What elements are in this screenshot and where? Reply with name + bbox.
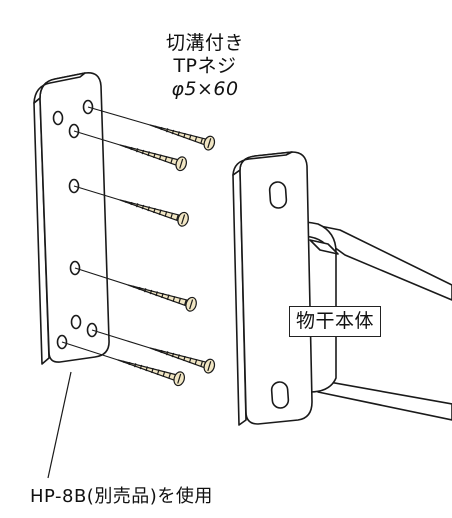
- screw: [149, 347, 216, 374]
- guide-line: [91, 329, 151, 349]
- mounting-plate-top: [33, 72, 86, 104]
- screw: [117, 359, 186, 387]
- plate-leader-line: [47, 371, 72, 479]
- rack-base-slot: [270, 381, 290, 409]
- guide-line: [61, 341, 119, 361]
- screw: [149, 124, 216, 151]
- guide-line: [74, 267, 129, 286]
- mounting-plate: [33, 71, 110, 365]
- screw-label: 切溝付き TPネジ φ5×60: [150, 32, 260, 101]
- screw: [127, 284, 197, 312]
- screws: [117, 124, 216, 387]
- guide-line: [87, 106, 151, 126]
- plate-hole: [70, 314, 82, 330]
- rack-base-top: [232, 151, 293, 176]
- guide-line: [73, 130, 121, 146]
- screw-guide-lines: [61, 106, 151, 361]
- rack-arm-top: [299, 221, 452, 301]
- screw: [119, 199, 189, 227]
- screw-label-line2: TPネジ: [173, 55, 237, 77]
- screw: [119, 144, 188, 172]
- rack-slot: [309, 239, 339, 255]
- plate-hole: [52, 110, 64, 126]
- screw-label-spec: φ5×60: [171, 78, 239, 100]
- rack-arm-bottom: [317, 379, 452, 421]
- drying-rack-body: [232, 151, 452, 426]
- rack-base-slot: [268, 181, 288, 209]
- mounting-plate-label: HP-8B(別売品)を使用: [30, 486, 213, 507]
- guide-line: [73, 185, 121, 201]
- rack-body-label: 物干本体: [289, 306, 382, 337]
- screw-label-line1: 切溝付き: [165, 32, 244, 54]
